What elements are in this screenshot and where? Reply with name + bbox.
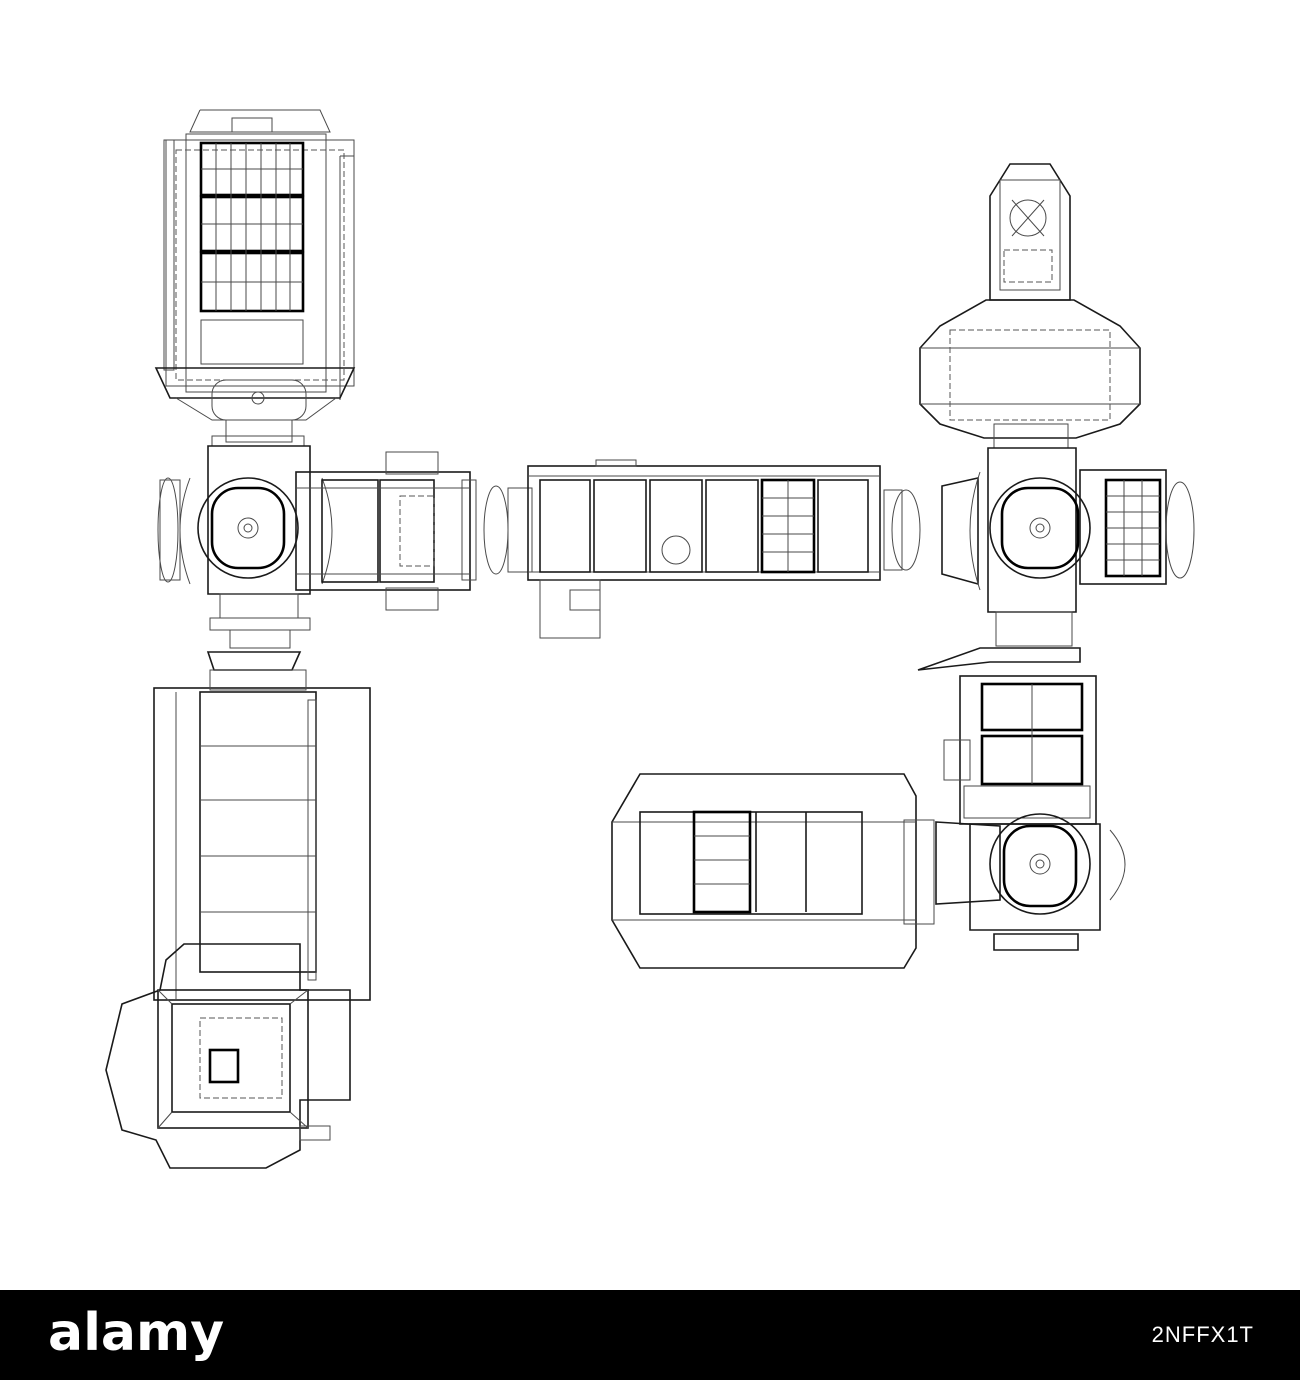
solar-panel-grid	[199, 141, 305, 313]
top-right-cylinder-module	[919, 163, 1141, 449]
watermark-footer: alamy 2NFFX1T	[0, 1290, 1300, 1380]
right-connector-ring	[883, 477, 979, 586]
central-lab-module	[507, 459, 881, 639]
top-left-solar-module	[154, 109, 356, 421]
alamy-logo: alamy	[48, 1303, 224, 1363]
left-hub-node	[157, 419, 333, 671]
space-station-wireframe	[105, 109, 1195, 1169]
stock-image-id: 2NFFX1T	[1151, 1322, 1254, 1347]
right-lower-panel-stack	[917, 647, 1097, 825]
alamy-logo-text: alamy	[48, 1303, 224, 1363]
right-hub-node	[969, 447, 1195, 647]
bottom-right-hub-node	[935, 813, 1126, 951]
bottom-left-long-module	[153, 669, 371, 1001]
left-connector-module	[295, 451, 509, 611]
bottom-middle-module	[611, 773, 935, 969]
bottom-left-cross-module	[105, 943, 351, 1169]
